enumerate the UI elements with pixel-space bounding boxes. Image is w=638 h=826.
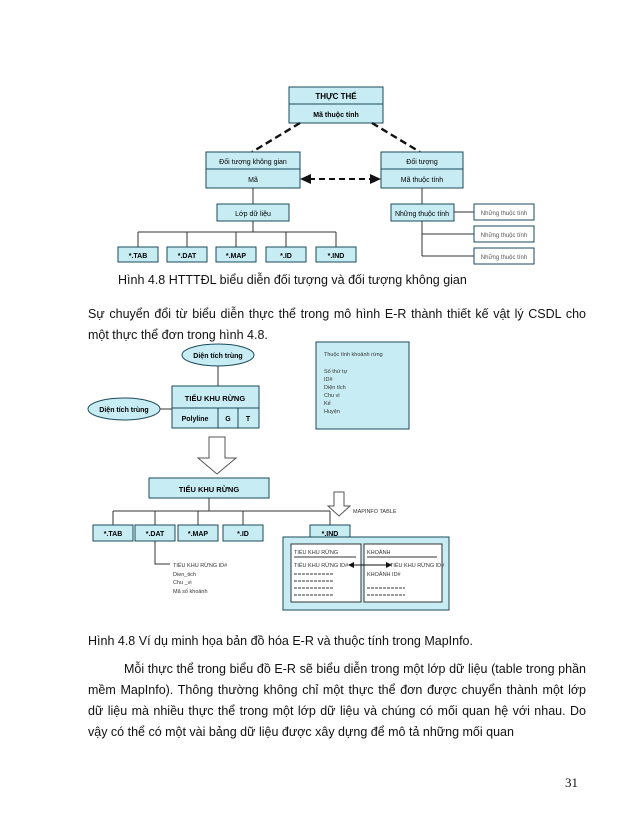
svg-text:Những thuộc tính: Những thuộc tính [481,233,527,239]
svg-text:Thuộc tính khoảnh rừng: Thuộc tính khoảnh rừng [324,352,383,358]
area-ellipse-top: Diện tích trùng [181,343,255,367]
attributes-label: Những thuộc tính [395,211,449,218]
body-paragraph: Mỗi thực thể trong biểu đồ E-R sẽ biểu d… [88,662,586,739]
figure-1-diagram: THỰC THỂ Mã thuộc tính Đối tượng không g… [117,86,535,265]
svg-text:*.MAP: *.MAP [226,253,247,260]
file2-box-id: *.ID [222,524,264,542]
svg-text:Những thuộc tính: Những thuộc tính [481,255,527,261]
svg-text:Diện tích trùng: Diện tích trùng [99,407,148,414]
mapinfo-label: MAPINFO TABLE [353,509,397,515]
svg-text:KHOẢNH ID#: KHOẢNH ID# [367,571,402,578]
page-number: 31 [565,775,578,790]
table-entity-box: TIỂU KHU RỪNG [148,477,270,499]
svg-text:*.TAB: *.TAB [129,253,148,260]
spatial-code: Mã [248,177,258,184]
file-box-map: *.MAP [215,246,257,263]
svg-text:TIỂU KHU RỪNG ID#: TIỂU KHU RỪNG ID# [390,562,445,569]
dat-field-list: TIỂU KHU RỪNG ID# Dien_tich Chu _vi Mã s… [173,562,228,595]
file-box-ind: *.IND [315,246,357,263]
entity-title: THỰC THỂ [315,92,357,101]
svg-text:Diện tích trùng: Diện tích trùng [193,353,242,360]
spatial-title: Đối tượng không gian [219,157,287,166]
area-ellipse-left: Diện tích trùng [87,397,161,421]
attr-item-3: Những thuộc tính [473,247,535,265]
file-box-dat: *.DAT [166,246,208,263]
svg-text:Diện tích: Diện tích [324,385,346,391]
svg-text:Mã số khoảnh: Mã số khoảnh [173,589,208,595]
svg-text:Chu _vi: Chu _vi [173,580,192,586]
svg-text:Những thuộc tính: Những thuộc tính [481,211,527,217]
attributes-box: Những thuộc tính [390,203,455,222]
file2-box-dat: *.DAT [134,524,176,542]
svg-text:ID#: ID# [324,377,334,383]
svg-text:*.ID: *.ID [237,531,249,538]
svg-text:*.TAB: *.TAB [104,531,123,538]
svg-text:TIỂU KHU RỪNG: TIỂU KHU RỪNG [185,394,246,403]
svg-text:TIỂU KHU RỪNG ID#: TIỂU KHU RỪNG ID# [294,562,349,569]
svg-text:*.IND: *.IND [328,253,345,260]
transform-arrow [196,436,238,475]
forest-entity-box: TIỂU KHU RỪNG Polyline G T [171,385,260,429]
intro-paragraph: Sự chuyển đổi từ biểu diễn thực thể tron… [88,307,586,342]
figure-2-caption: Hình 4.8 Ví dụ minh họa bản đồ hóa E-R v… [88,634,473,648]
object-box: Đối tượng Mã thuộc tính [380,151,464,189]
entity-box: THỰC THỂ Mã thuộc tính [288,86,384,124]
mapinfo-arrow [326,491,352,517]
layer-box: Lớp dữ liệu [216,203,290,222]
file2-box-map: *.MAP [177,524,219,542]
svg-text:KHOẢNH: KHOẢNH [367,549,391,556]
svg-text:TIỂU KHU RỪNG: TIỂU KHU RỪNG [294,549,338,556]
svg-text:TIỂU KHU RỪNG ID#: TIỂU KHU RỪNG ID# [173,562,228,569]
mapinfo-container: TIỂU KHU RỪNG TIỂU KHU RỪNG ID# KHOẢNH T… [282,536,450,611]
svg-text:Số thứ tự: Số thứ tự [324,369,348,375]
svg-text:TIỂU KHU RỪNG: TIỂU KHU RỪNG [179,485,240,494]
svg-text:Kế: Kế [324,401,331,407]
svg-text:T: T [246,416,251,423]
object-title: Đối tượng [406,157,438,166]
svg-text:Polyline: Polyline [182,416,209,423]
file-box-tab: *.TAB [117,246,159,263]
figure-2-diagram: Diện tích trùng Diện tích trùng TIỂU KHU… [87,341,450,611]
svg-text:Dien_tich: Dien_tich [173,572,196,578]
spatial-object-box: Đối tượng không gian Mã [205,151,301,189]
entity-attr: Mã thuộc tính [313,112,359,119]
layer-label: Lớp dữ liệu [235,211,271,218]
file-box-id: *.ID [265,246,307,263]
figure-1-caption: Hình 4.8 HTTTĐL biểu diễn đối tượng và đ… [118,273,467,287]
svg-text:Huyện: Huyện [324,409,340,415]
svg-text:*.MAP: *.MAP [188,531,209,538]
svg-text:*.ID: *.ID [280,253,292,260]
attribute-list-box: Thuộc tính khoảnh rừng Số thứ tự ID# Diệ… [315,341,410,430]
svg-text:*.DAT: *.DAT [146,531,165,538]
svg-text:*.DAT: *.DAT [178,253,197,260]
object-attr: Mã thuộc tính [401,177,444,184]
svg-text:Chu vi: Chu vi [324,393,340,399]
file2-box-tab: *.TAB [92,524,134,542]
attr-item-1: Những thuộc tính [473,203,535,221]
svg-text:G: G [225,416,231,423]
attr-item-2: Những thuộc tính [473,225,535,243]
svg-text:*.IND: *.IND [322,531,339,538]
